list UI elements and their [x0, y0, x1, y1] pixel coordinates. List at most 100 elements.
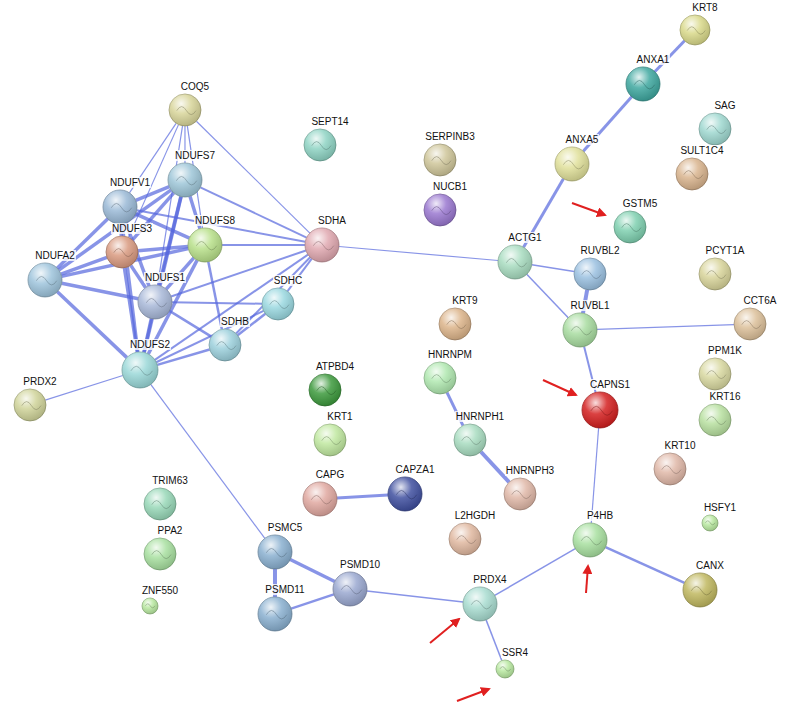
protein-circle — [554, 146, 590, 182]
protein-circle — [675, 157, 709, 191]
protein-circle — [653, 452, 687, 486]
interaction-edge — [591, 428, 598, 523]
protein-circle — [27, 262, 63, 298]
protein-label: PSMC5 — [267, 522, 303, 533]
protein-label: ZNF550 — [141, 585, 179, 596]
protein-node: CCT6A — [723, 295, 778, 341]
protein-label: PRDX4 — [472, 574, 507, 585]
highlight-arrow — [430, 619, 459, 643]
protein-node: KRT16 — [689, 391, 742, 437]
protein-label: HNRNPH3 — [505, 465, 555, 476]
protein-node: SDHA — [297, 215, 347, 263]
protein-circle — [448, 522, 482, 556]
protein-node: PSMD10 — [319, 559, 381, 607]
highlight-arrow — [543, 380, 576, 395]
protein-circle — [701, 514, 719, 532]
protein-node: HNRNPH1 — [435, 411, 505, 457]
protein-circle — [572, 522, 608, 558]
interaction-edge — [156, 311, 263, 362]
protein-circle — [698, 357, 732, 391]
protein-node: ATPBD4 — [295, 361, 355, 407]
protein-label: PCYT1A — [705, 245, 746, 256]
protein-node: GSTM5 — [602, 198, 658, 244]
protein-label: NUCB1 — [432, 181, 468, 192]
protein-node: ANXA1 — [616, 54, 671, 102]
protein-circle — [573, 257, 607, 291]
protein-circle — [733, 307, 767, 341]
protein-circle — [497, 244, 533, 280]
protein-label: ANXA1 — [636, 54, 671, 65]
protein-label: NDUFS7 — [174, 150, 216, 161]
protein-circle — [167, 162, 203, 198]
protein-circle — [208, 328, 242, 362]
interaction-edge — [339, 246, 498, 260]
protein-node: SERPINB3 — [404, 131, 475, 177]
protein-node: RUVBL1 — [550, 300, 611, 348]
protein-label: NDUFS3 — [111, 223, 153, 234]
protein-label: KRT1 — [326, 411, 353, 422]
protein-node: KRT10 — [644, 440, 697, 486]
protein-node: ZNF550 — [121, 585, 179, 615]
protein-circle — [332, 571, 368, 607]
protein-label: NDUFS8 — [194, 215, 236, 226]
interaction-edge — [486, 620, 502, 661]
protein-label: NDUFA2 — [34, 250, 75, 261]
protein-circle — [257, 596, 293, 632]
protein-label: COQ5 — [180, 81, 210, 92]
protein-label: NDUFS2 — [129, 339, 171, 350]
protein-circle — [495, 659, 515, 679]
protein-label: NDUFS1 — [144, 272, 186, 283]
protein-node: CAPZA1 — [375, 464, 436, 512]
protein-label: HSFY1 — [703, 502, 737, 513]
interaction-edge — [57, 292, 127, 358]
protein-node: PCYT1A — [685, 245, 746, 291]
protein-circle — [13, 388, 47, 422]
protein-circle — [698, 257, 732, 291]
protein-circle — [121, 351, 159, 389]
interaction-edge — [222, 244, 305, 246]
protein-node: PSMD11 — [244, 584, 305, 632]
protein-node: PRDX4 — [452, 574, 507, 622]
protein-label: RUVBL2 — [580, 245, 621, 256]
protein-node: NUCB1 — [412, 181, 468, 227]
protein-label: PPM1K — [707, 345, 743, 356]
protein-label: PRDX2 — [22, 376, 57, 387]
protein-label: KRT8 — [691, 2, 718, 13]
protein-label: SEPT14 — [310, 116, 349, 127]
protein-circle — [423, 193, 457, 227]
protein-circle — [304, 227, 340, 263]
protein-label: ACTG1 — [507, 232, 542, 243]
protein-circle — [187, 227, 223, 263]
protein-node: SAG — [693, 100, 736, 146]
protein-label: PSMD10 — [339, 559, 381, 570]
protein-node: SULT1C4 — [659, 145, 724, 191]
protein-node: L2HGDH — [434, 510, 497, 556]
protein-node: NDUFS2 — [109, 339, 171, 389]
protein-node: KRT1 — [306, 411, 353, 457]
highlight-arrow — [586, 566, 588, 593]
interaction-edge — [597, 325, 734, 330]
interaction-edge — [172, 302, 262, 303]
protein-label: SSR4 — [501, 647, 529, 658]
protein-node: TRIM63 — [131, 475, 189, 521]
protein-node: NDUFS3 — [91, 223, 153, 269]
protein-label: SDHA — [317, 215, 347, 226]
protein-circle — [625, 66, 661, 102]
protein-circle — [698, 403, 732, 437]
protein-node: PPM1K — [687, 345, 743, 391]
protein-label: NDUFV1 — [109, 177, 151, 188]
protein-circle — [438, 307, 472, 341]
protein-label: L2HGDH — [454, 510, 497, 521]
protein-circle — [257, 534, 293, 570]
protein-circle — [423, 143, 457, 177]
protein-label: CAPNS1 — [589, 379, 631, 390]
interaction-edge — [337, 495, 388, 498]
protein-circle — [581, 391, 619, 429]
protein-label: PPA2 — [157, 525, 184, 536]
protein-label: SDHC — [273, 275, 303, 286]
protein-node: NDUFS8 — [174, 215, 236, 263]
protein-circle — [698, 112, 732, 146]
